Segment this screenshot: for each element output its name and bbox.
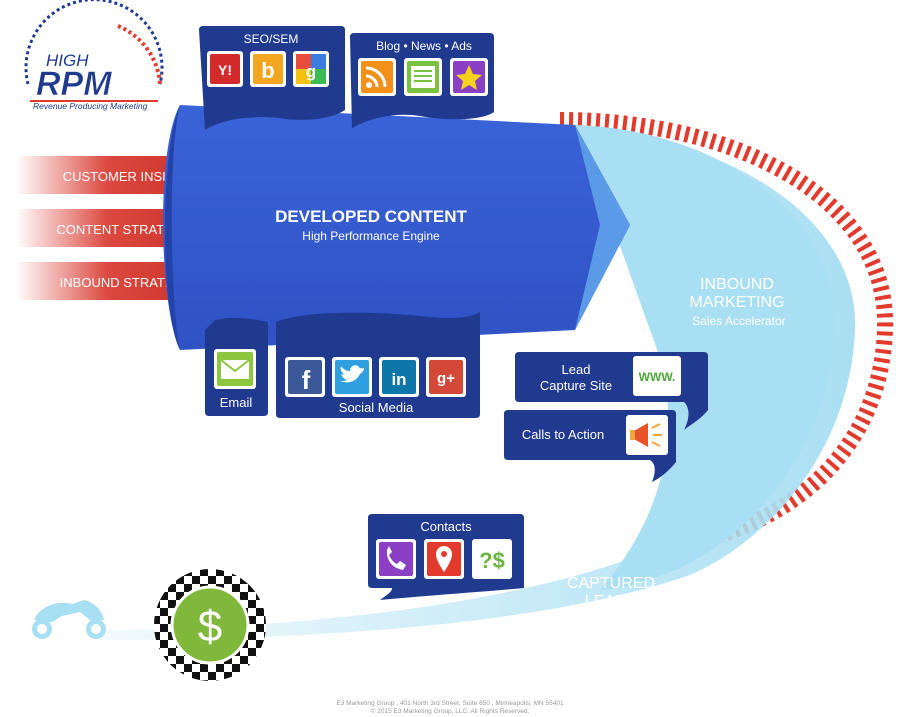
captured-leads-label: CAPTURED LEADS The Home Stretch [562,575,659,626]
calls-to-action-label: Calls to Action [522,427,604,442]
captured-leads-line2: LEADS [585,593,637,610]
linkedin-icon: in [379,357,419,397]
captured-leads-line1: CAPTURED [567,575,655,592]
engine-title: DEVELOPED CONTENT [275,207,467,226]
location-pin-icon [424,539,464,579]
developed-content-engine: DEVELOPED CONTENT High Performance Engin… [163,105,630,350]
engine-subtitle: High Performance Engine [302,229,440,243]
twitter-icon [332,357,372,397]
inbound-marketing-label: INBOUND MARKETING Sales Accelerator [689,276,785,328]
yahoo-icon: Y! [207,51,243,87]
email-label: Email [220,395,253,410]
contacts-box: Contacts ?$ [368,514,524,600]
lead-capture-box: Lead Capture Site WWW. [515,352,708,430]
star-icon [450,58,488,96]
footer-copyright: © 2015 E3 Marketing Group, LLC. All Righ… [371,707,530,715]
content-strategy-label: CONTENT STRATEGY [56,222,192,237]
email-box: Email [205,317,268,416]
rss-icon [358,58,396,96]
envelope-icon [214,349,256,389]
motorcycle-icon [32,600,106,639]
bing-icon: b [250,51,286,87]
megaphone-icon [626,415,668,455]
inbound-strategy-label: INBOUND STRATEGY [60,275,193,290]
www-icon: WWW. [633,356,681,396]
engine-left-rim [165,105,180,350]
news-icon [404,58,442,96]
logo-ring-accent [117,24,162,85]
google-glyph: g [306,62,316,81]
seo-sem-title: SEO/SEM [244,32,299,46]
contacts-title: Contacts [420,519,472,534]
question-dollar-icon: ?$ [472,539,512,579]
google-plus-icon: g+ [426,357,466,397]
facebook-icon: f [285,357,325,397]
social-media-box: f in g+ Social Media [276,312,480,418]
engine-body [163,105,630,350]
inbound-marketing-line2: MARKETING [689,294,784,311]
www-glyph: WWW. [639,370,676,384]
logo-ring [24,0,164,85]
seo-sem-box: SEO/SEM Y! b g [199,26,345,130]
linkedin-glyph: in [391,370,406,389]
captured-leads-subtitle: The Home Stretch [562,612,659,626]
footer-address: E3 Marketing Group , 401 North 3rd Stree… [336,700,564,707]
lead-capture-line2: Capture Site [540,378,612,393]
logo: HIGH RPM Revenue Producing Marketing [24,0,164,111]
yahoo-glyph: Y! [218,62,232,78]
logo-high: HIGH [46,51,89,70]
finish-line: $ [154,569,266,681]
social-media-label: Social Media [339,400,414,415]
dollar-glyph: $ [198,602,222,651]
question-dollar-glyph: ?$ [479,548,505,573]
inbound-marketing-subtitle: Sales Accelerator [692,314,785,328]
logo-rpm: RPM [36,65,112,103]
blog-news-ads-box: Blog • News • Ads [350,33,494,128]
engine-arrow-tip [575,125,630,330]
customer-insight-label: CUSTOMER INSIGHT [63,169,194,184]
facebook-glyph: f [302,365,311,395]
blog-news-ads-title: Blog • News • Ads [376,39,472,53]
lead-capture-line1: Lead [562,362,591,377]
calls-to-action-box: Calls to Action [504,410,676,482]
phone-icon [376,539,416,579]
google-plus-glyph: g+ [437,370,455,387]
logo-tagline: Revenue Producing Marketing [33,101,148,111]
inbound-marketing-line1: INBOUND [700,276,774,293]
bing-glyph: b [261,58,274,83]
dollar-coin [170,585,250,665]
google-icon: g [293,51,329,87]
